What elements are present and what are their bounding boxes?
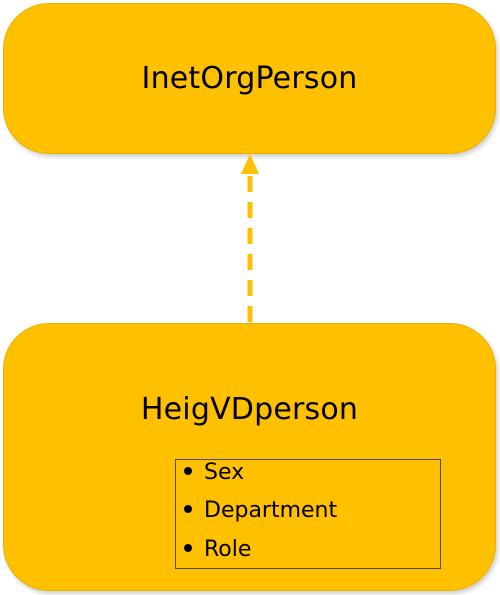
bullet-icon	[184, 544, 192, 552]
bullet-icon	[184, 467, 192, 475]
attribute-label: Department	[204, 498, 338, 523]
attribute-list-box: Sex Department Role	[175, 459, 441, 569]
class-box-heigvdperson: HeigVDperson Sex Department Role	[3, 323, 496, 591]
class-title-inetorgperson: InetOrgPerson	[141, 61, 358, 96]
class-title-heigvdperson: HeigVDperson	[140, 392, 359, 427]
attribute-label: Role	[204, 537, 252, 562]
arrow-head-icon	[241, 154, 259, 174]
attribute-item: Department	[184, 498, 337, 523]
attribute-item: Sex	[184, 460, 244, 485]
bullet-icon	[184, 505, 192, 513]
attribute-label: Sex	[204, 460, 245, 485]
inheritance-arrow	[241, 154, 259, 322]
attribute-item: Role	[184, 537, 251, 562]
class-box-inetorgperson: InetOrgPerson	[3, 3, 496, 154]
